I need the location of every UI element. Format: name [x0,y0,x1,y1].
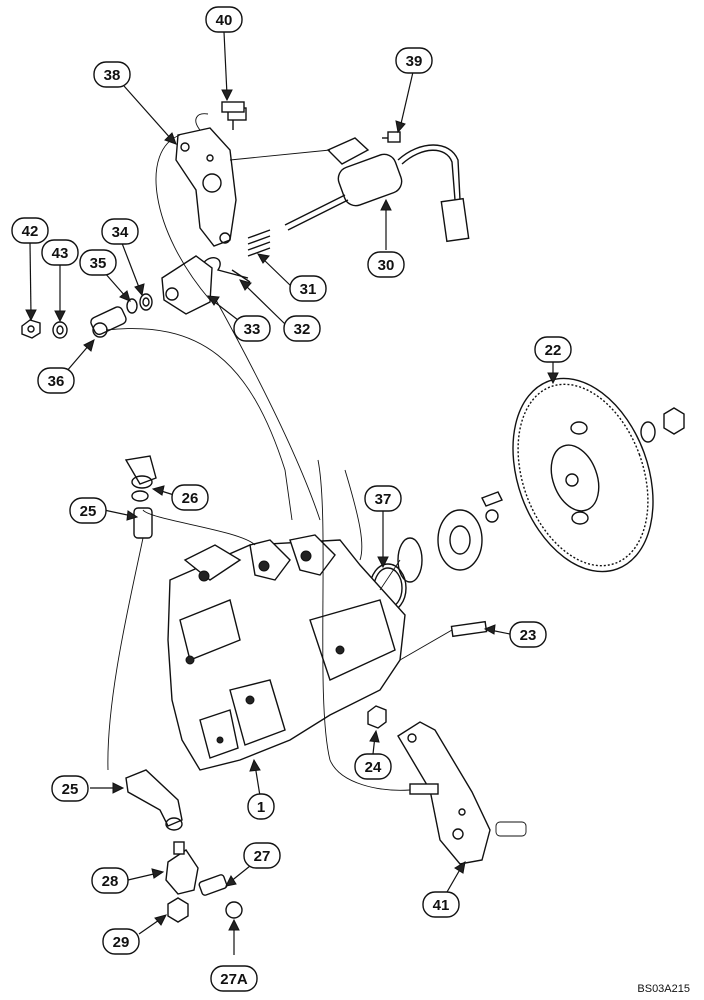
figure-code: BS03A215 [637,983,690,995]
svg-text:26: 26 [182,490,199,507]
callout-39: 39 [395,47,433,74]
callout-27a: 27A [210,965,258,992]
svg-text:39: 39 [406,53,423,70]
part-washer-35 [126,298,138,314]
callout-28: 28 [91,867,129,894]
part-hub [397,491,503,583]
callout-24: 24 [354,753,392,780]
callout-1: 1 [247,793,275,820]
assembly-lines [105,134,453,791]
callout-32: 32 [283,315,321,342]
callout-31: 31 [289,275,327,302]
svg-text:28: 28 [102,873,119,890]
part-spring-31 [247,229,271,257]
callout-22: 22 [534,336,572,363]
part-plate-41 [397,721,527,865]
part-bolt-40 [221,101,247,130]
svg-text:25: 25 [62,781,79,798]
part-tee-28 [165,841,199,895]
part-screw-39 [382,131,401,143]
callout-30: 30 [367,251,405,278]
part-stud-23 [450,620,488,638]
part-nut-24 [367,705,387,729]
svg-text:34: 34 [112,224,129,241]
part-fitting-36 [90,306,127,338]
callout-23: 23 [509,621,547,648]
callout-43: 43 [41,239,79,266]
part-fitting-27 [198,874,228,896]
callout-33: 33 [233,315,271,342]
callout-25-top: 25 [69,497,107,524]
part-lever-33 [161,255,213,315]
part-nut-42 [21,319,41,339]
svg-text:22: 22 [545,342,562,359]
callout-37: 37 [364,485,402,512]
svg-text:42: 42 [22,223,39,240]
svg-text:37: 37 [375,491,392,508]
part-injection-pump-1 [167,534,406,771]
part-gear-22 [512,377,685,573]
svg-text:41: 41 [433,897,450,914]
part-elbow-26 [124,455,157,502]
svg-text:29: 29 [113,934,130,951]
svg-text:24: 24 [365,759,382,776]
svg-text:35: 35 [90,255,107,272]
callout-42: 42 [11,217,49,244]
part-pipe-25-top [107,507,256,771]
callout-35: 35 [79,249,117,276]
svg-text:1: 1 [257,799,265,816]
callout-41: 41 [422,891,460,918]
part-clip-32 [201,257,251,283]
svg-text:23: 23 [520,627,537,644]
part-pipe-25-bottom [125,769,183,831]
callout-29: 29 [102,928,140,955]
callout-36: 36 [37,367,75,394]
svg-text:33: 33 [244,321,261,338]
callout-34: 34 [101,218,139,245]
callout-27: 27 [243,842,281,869]
svg-text:40: 40 [216,12,233,29]
svg-text:38: 38 [104,67,121,84]
svg-text:27A: 27A [220,971,248,988]
part-solenoid-30 [284,137,470,243]
svg-text:31: 31 [300,281,317,298]
part-o-ring-27a [225,901,243,919]
part-bracket-38 [175,113,237,247]
callout-25-bottom: 25 [51,775,89,802]
callout-38: 38 [93,61,131,88]
svg-text:43: 43 [52,245,69,262]
svg-text:36: 36 [48,373,65,390]
svg-text:32: 32 [294,321,311,338]
leader-lines [25,31,559,955]
callout-26: 26 [171,484,209,511]
svg-text:25: 25 [80,503,97,520]
svg-text:27: 27 [254,848,271,865]
part-washer-43 [52,321,68,339]
part-nut-29 [167,897,189,923]
svg-text:30: 30 [378,257,395,274]
part-washer-34 [139,293,153,311]
callout-40: 40 [205,6,243,33]
